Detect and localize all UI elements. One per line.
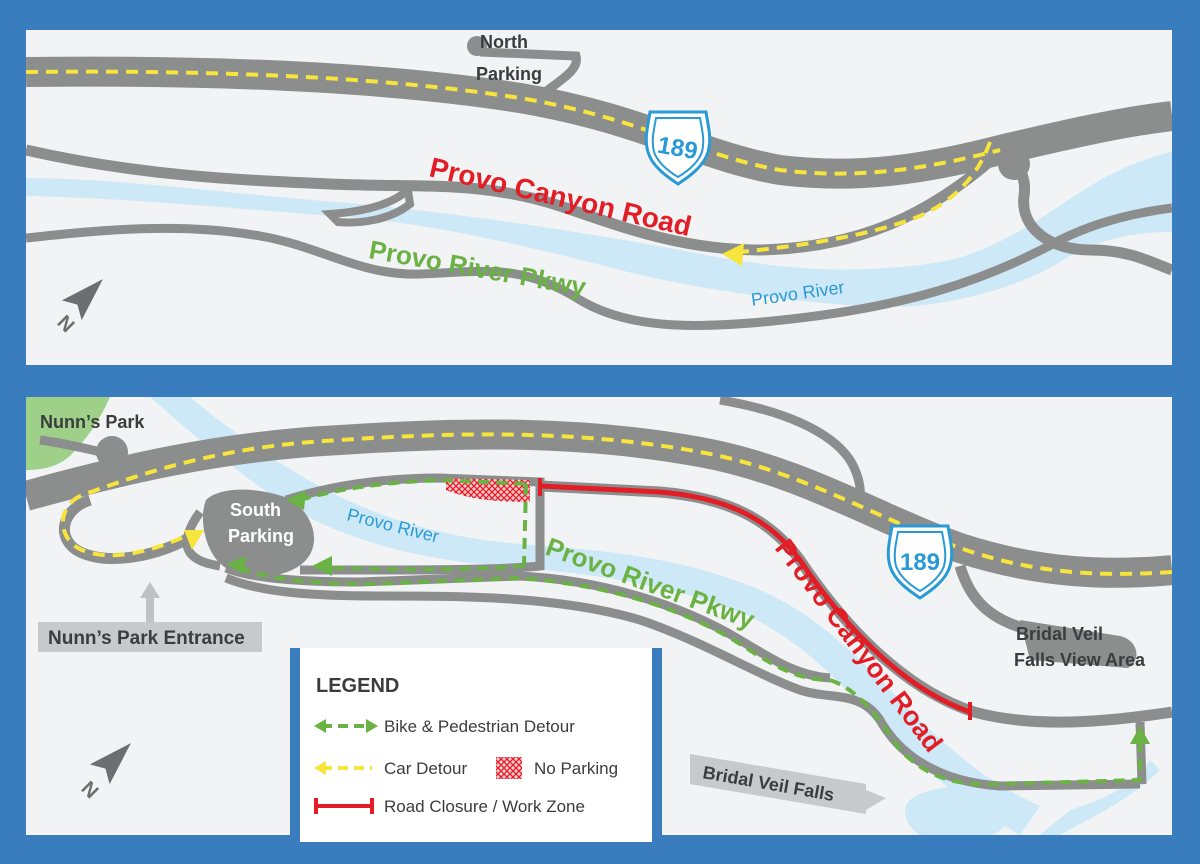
road-closure-segment bbox=[539, 483, 971, 715]
legend-no-parking-swatch bbox=[496, 757, 522, 779]
legend-closure-swatch bbox=[314, 798, 374, 814]
car-detour-arrow-top bbox=[722, 243, 744, 266]
bridal-veil-stream bbox=[1040, 760, 1160, 835]
legend-car-label: Car Detour bbox=[384, 759, 467, 778]
south-parking-line1: South bbox=[230, 500, 281, 520]
south-parking-lot bbox=[202, 489, 315, 577]
provo-river-pkwy-top bbox=[26, 203, 1172, 330]
car-detour-top-canyon bbox=[739, 141, 992, 254]
legend: LEGEND Bike & Pedestrian Detour Car Deto… bbox=[290, 648, 662, 842]
north-parking-line2: Parking bbox=[476, 64, 542, 84]
nunns-park-area bbox=[26, 397, 110, 470]
entrance-loop-road bbox=[59, 494, 199, 564]
south-lot-connector bbox=[182, 509, 221, 571]
legend-bike-swatch bbox=[314, 719, 378, 733]
bridal-veil-falls-arrow bbox=[866, 790, 886, 810]
upper-side-road bbox=[719, 397, 865, 514]
legend-no-parking-label: No Parking bbox=[534, 759, 618, 778]
bridal-veil-view-line1: Bridal Veil bbox=[1016, 624, 1103, 644]
legend-title: LEGEND bbox=[316, 675, 399, 697]
car-detour-top-highway bbox=[26, 69, 1001, 176]
nunns-park-label: Nunn’s Park bbox=[40, 412, 145, 432]
route-189-shield-bottom bbox=[886, 524, 954, 600]
bridal-veil-view-lot bbox=[1020, 620, 1137, 668]
provo-river-pkwy-bottom-b bbox=[224, 573, 1141, 791]
top-map-panel: 189 North Parking Provo Canyon Road Prov… bbox=[26, 30, 1172, 365]
legend-car-swatch bbox=[314, 761, 372, 775]
provo-canyon-road-top bbox=[26, 144, 1000, 256]
bike-arrow-4 bbox=[1130, 726, 1150, 744]
entrance-pointer-arrow bbox=[140, 582, 160, 622]
north-arrow-top bbox=[61, 279, 103, 321]
legend-bike-label: Bike & Pedestrian Detour bbox=[384, 717, 575, 736]
route-189-shield-top bbox=[644, 110, 712, 186]
north-parking-spur bbox=[479, 47, 581, 100]
car-detour-arrow-bottom bbox=[184, 530, 204, 550]
bridal-veil-pool bbox=[905, 786, 1010, 835]
river-top bbox=[26, 152, 1172, 308]
canyon-road-pullout bbox=[320, 182, 415, 227]
south-parking-line2: Parking bbox=[228, 526, 294, 546]
north-arrow-bottom bbox=[89, 743, 131, 785]
nunns-park-entrance-label: Nunn’s Park Entrance bbox=[48, 628, 245, 649]
no-parking-zone bbox=[446, 478, 530, 502]
legend-closure-label: Road Closure / Work Zone bbox=[384, 797, 585, 816]
bike-detour-bottom bbox=[239, 477, 1142, 787]
bridal-veil-view-line2: Falls View Area bbox=[1014, 650, 1146, 670]
bike-arrow-1 bbox=[286, 490, 306, 510]
north-parking-line1: North bbox=[480, 32, 528, 52]
nunns-park-entrance-box bbox=[38, 622, 262, 652]
route-189-label-bottom: 189 bbox=[900, 549, 940, 576]
bridal-veil-falls-box bbox=[690, 754, 866, 814]
car-detour-bottom bbox=[61, 432, 1172, 576]
bike-arrow-2 bbox=[312, 556, 332, 576]
provo-river-pkwy-bottom-a bbox=[224, 563, 831, 683]
bike-arrow-3 bbox=[226, 556, 246, 574]
